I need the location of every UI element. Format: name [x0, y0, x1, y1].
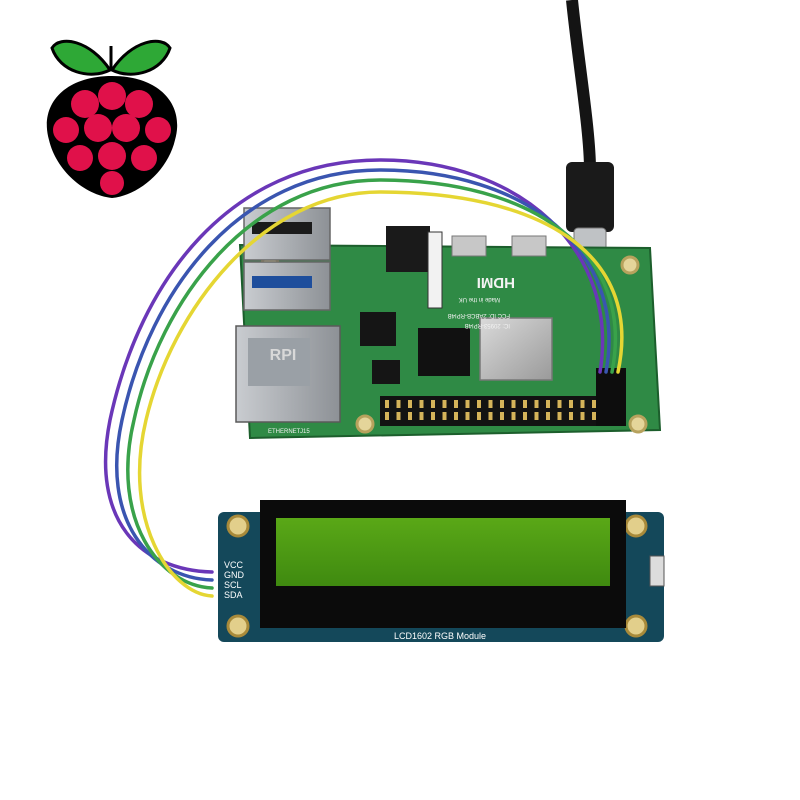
gpio-pin [396, 400, 401, 408]
gpio-pin [442, 400, 447, 408]
jumper-housing [596, 368, 626, 426]
gpio-pin [431, 400, 435, 408]
gpio-pin [500, 400, 504, 408]
ethernet-silkscreen: ETHERNET [268, 429, 301, 435]
gpio-pin [488, 412, 493, 420]
made-in-uk-silkscreen: Made in the UK [459, 296, 500, 302]
j15-silkscreen: J15 [300, 429, 310, 435]
gpio-pin [477, 412, 481, 420]
micro-hdmi-port-0 [451, 235, 487, 257]
gpio-pin [442, 412, 447, 420]
usb-ports [243, 207, 331, 311]
gpio-pin [408, 412, 412, 420]
lcd-pin-labels: VCC GND SCL SDA [224, 560, 245, 600]
gpio-pin [454, 400, 458, 408]
gpio-pin [488, 400, 493, 408]
ethernet-port: RPI [235, 325, 341, 423]
gpio-pin [511, 412, 516, 420]
pin-label-vcc: VCC [224, 560, 244, 570]
gpio-pin [534, 412, 539, 420]
pin-label-scl: SCL [224, 580, 242, 590]
gpio-pin [511, 400, 516, 408]
gpio-pin [385, 412, 389, 420]
ic-silkscreen: IC: 20953-RPI4B [465, 322, 510, 328]
gpio-header [380, 396, 616, 426]
gpio-pin [523, 400, 527, 408]
sda-wire [137, 190, 624, 598]
gpio-pin [431, 412, 435, 420]
lcd1602-rgb-module: VCC GND SCL SDA LCD1602 RGB Module [218, 500, 665, 642]
micro-hdmi-port-1 [511, 235, 547, 257]
ram-chip [418, 328, 470, 376]
gpio-pin [580, 400, 585, 408]
lcd-module-title: LCD1602 RGB Module [394, 631, 486, 641]
fcc-silkscreen: FCC ID: 2ABCB-RPI4B [448, 312, 510, 318]
raspberry-berry-icon [46, 76, 178, 198]
gpio-pin [454, 412, 458, 420]
raspberry-pi-board: RPI HDMI Made in the UK FCC ID: 2ABCB-RP… [235, 207, 662, 440]
gpio-pin [557, 412, 562, 420]
gpio-pin [408, 400, 412, 408]
gpio-pin [592, 412, 596, 420]
gpio-pin [546, 412, 550, 420]
gpio-pin [523, 412, 527, 420]
gpio-pin [477, 400, 481, 408]
gpio-pin [569, 412, 573, 420]
gpio-pin [546, 400, 550, 408]
gpio-pin [419, 412, 424, 420]
gpio-pin [580, 412, 585, 420]
gpio-pin [500, 412, 504, 420]
camera-connector [427, 231, 443, 309]
gpio-pin [465, 412, 470, 420]
jumper-wires [103, 158, 624, 598]
gpio-pin [396, 412, 401, 420]
gpio-pin [569, 400, 573, 408]
rpi-chip-label: RPI [270, 347, 297, 364]
gpio-pin [419, 400, 424, 408]
gpio-pin [465, 400, 470, 408]
pin-label-sda: SDA [224, 590, 243, 600]
usb-c-power-cable [566, 0, 614, 259]
gpio-pin [557, 400, 562, 408]
gpio-pin [592, 400, 596, 408]
soc-chip [479, 317, 553, 381]
raspberry-pi-logo [46, 39, 178, 198]
pin-label-gnd: GND [224, 570, 245, 580]
audio-jack [386, 226, 430, 272]
raspberry-leaf-icon [50, 39, 172, 76]
lcd-screen [276, 518, 610, 586]
gpio-pin [534, 400, 539, 408]
gpio-pin [385, 400, 389, 408]
hdmi-silkscreen: HDMI [477, 274, 515, 291]
